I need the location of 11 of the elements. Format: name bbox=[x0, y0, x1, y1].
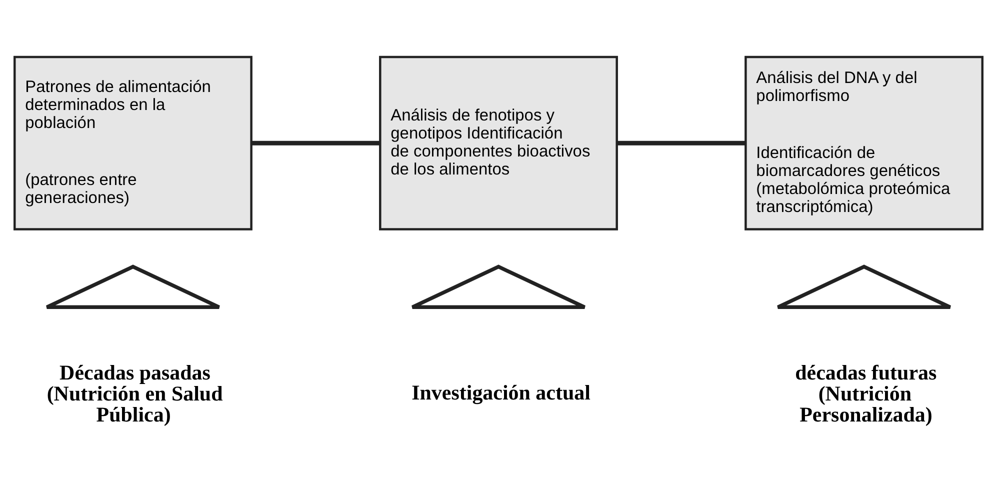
connector bbox=[617, 140, 746, 145]
node-box: Patrones de alimentación determinados en la población (patrones entre generaciones) bbox=[14, 55, 252, 230]
node-box: Análisis de fenotipos y genotipos Identificación de componentes bioactivos de los alimentos bbox=[379, 55, 618, 230]
node-label: Décadas pasadas (Nutrición en Salud Pública) bbox=[46, 360, 223, 426]
node-label: décadas futuras (Nutrición Personalizada) bbox=[795, 360, 937, 426]
connector bbox=[251, 140, 380, 145]
node-chevron bbox=[410, 264, 587, 309]
node-chevron bbox=[776, 264, 952, 309]
node-chevron bbox=[44, 264, 221, 309]
node-label: Investigación actual bbox=[412, 380, 590, 404]
node-box: Análisis del DNA y del polimorfismo Identificación de biomarcadores genéticos (metabolómica proteómica transcriptómica) bbox=[744, 55, 984, 230]
